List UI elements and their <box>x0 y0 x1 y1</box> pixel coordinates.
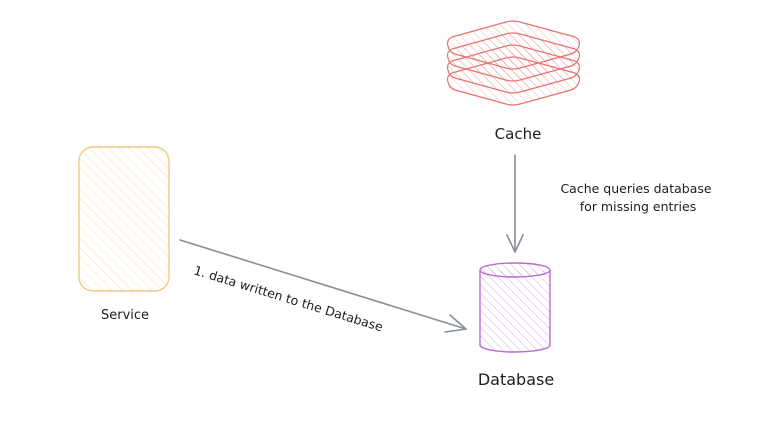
edge-label-line: for missing entries <box>580 199 696 214</box>
service-box <box>78 146 170 292</box>
arrow-service-to-database[interactable]: 1. data written to the Database <box>179 239 467 335</box>
edge-label-cache-database: Cache queries database for missing entri… <box>560 181 715 214</box>
arrow-cache-to-database[interactable]: Cache queries database for missing entri… <box>506 154 716 253</box>
database-cylinder-icon <box>479 262 551 353</box>
database-label: Database <box>478 370 554 389</box>
cache-stack-icon <box>446 20 581 106</box>
arrowhead-icon <box>506 234 524 253</box>
cache-node[interactable]: Cache <box>446 20 581 143</box>
edge-label-line: Cache queries database <box>560 181 711 196</box>
service-node[interactable]: Service <box>78 146 170 323</box>
cache-label: Cache <box>495 125 542 143</box>
database-node[interactable]: Database <box>478 262 554 389</box>
arrowhead-icon <box>444 314 467 333</box>
service-label: Service <box>101 308 149 323</box>
arrow-line <box>179 239 467 330</box>
